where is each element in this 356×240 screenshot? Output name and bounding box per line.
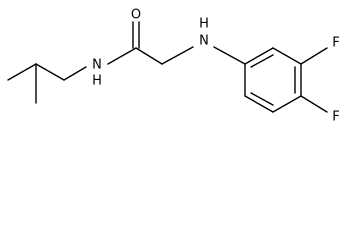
bond-nh-carbonyl: [107, 47, 137, 65]
bond-amine-ring: [213, 46, 246, 65]
bond-ch-ch2: [35, 63, 65, 81]
amide-hydrogen-label: H: [92, 74, 102, 89]
ring-bond-5: [244, 95, 274, 113]
bond-carbonyl-ch2: [135, 47, 163, 65]
fluorine-3-label: F: [332, 36, 339, 51]
ring-bond-2: [272, 47, 302, 65]
bond-methyl1-ch: [7, 63, 37, 81]
ring-bond-1: [244, 47, 274, 65]
ring-double-3: [250, 92, 274, 106]
amine-hydrogen-label: H: [199, 17, 209, 32]
amine-nitrogen-label: N: [199, 34, 209, 49]
amide-nitrogen-label: N: [92, 58, 102, 73]
ring-bond-4: [272, 95, 302, 113]
bond-ch2-amine: [161, 46, 194, 65]
bond-ch2-nh: [63, 66, 87, 81]
bond-ring-f4: [300, 95, 328, 113]
fluorine-4-label: F: [332, 110, 339, 125]
ring-double-1: [250, 54, 274, 68]
molecule-structure: O N H H N F F: [7, 8, 340, 125]
oxygen-label: O: [131, 8, 141, 23]
bond-ring-f3: [300, 47, 328, 65]
